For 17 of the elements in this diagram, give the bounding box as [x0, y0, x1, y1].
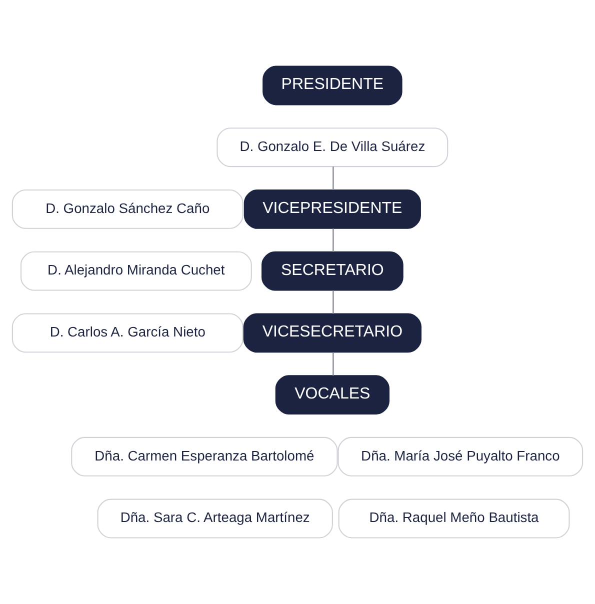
node-box: SECRETARIO [262, 251, 404, 291]
node-box: Dña. Sara C. Arteaga Martínez [97, 498, 333, 538]
connector [332, 166, 334, 190]
node-box: Dña. Raquel Meño Bautista [338, 498, 570, 538]
node-box: VOCALES [275, 375, 390, 415]
node-box: Dña. Carmen Esperanza Bartolomé [71, 436, 338, 476]
node-box: D. Gonzalo Sánchez Caño [12, 189, 244, 229]
node-box: D. Carlos A. García Nieto [12, 313, 244, 353]
node-box: Dña. María José Puyalto Franco [338, 436, 584, 476]
node-box: D. Gonzalo E. De Villa Suárez [216, 128, 448, 168]
connector [332, 290, 334, 314]
node-box: D. Alejandro Miranda Cuchet [20, 251, 252, 291]
node-box: VICEPRESIDENTE [244, 189, 421, 229]
node-box: VICESECRETARIO [243, 313, 422, 353]
connector [332, 228, 334, 252]
node-box: PRESIDENTE [262, 66, 402, 106]
connector [332, 352, 334, 376]
